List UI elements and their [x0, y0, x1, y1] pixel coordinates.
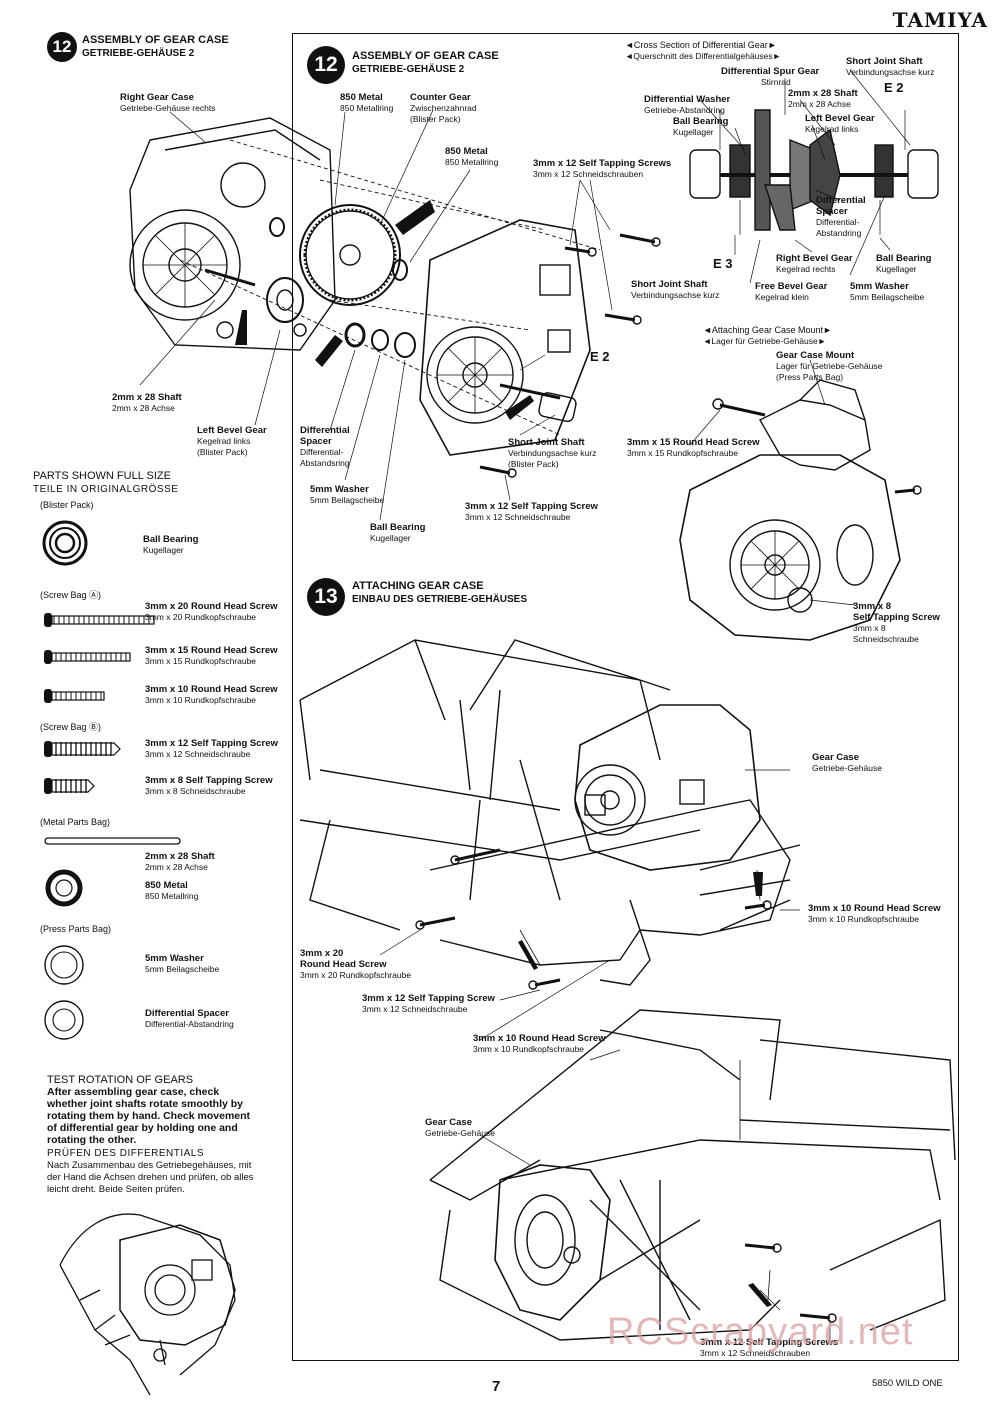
- brand-logo: TAMIYA: [892, 8, 988, 32]
- test-rotation-note: TEST ROTATION OF GEARS After assembling …: [47, 1074, 257, 1196]
- screw-15-round-head: [44, 650, 131, 664]
- cross-section-title: ◄Cross Section of Differential Gear►◄Que…: [625, 40, 782, 61]
- step-12-13-frame: [292, 33, 959, 1361]
- ball-bearing-full-size: [42, 520, 88, 566]
- test-body-de: Nach Zusammenbau des Getriebegehäuses, m…: [47, 1160, 254, 1195]
- step-12-title-en: ASSEMBLY OF GEAR CASE: [82, 34, 229, 46]
- step-13-title: ATTACHING GEAR CASE EINBAU DES GETRIEBE-…: [352, 580, 527, 606]
- test-heading-en: TEST ROTATION OF GEARS: [47, 1074, 194, 1086]
- bag-screw-b: (Screw Bag Ⓑ): [40, 722, 102, 732]
- diff-spacer-full-size: [44, 1000, 84, 1040]
- step-13-badge: 13: [307, 578, 345, 616]
- label-e2: E 2: [590, 349, 610, 364]
- screw-10-round-head: [44, 689, 105, 703]
- step-13-title-en: ATTACHING GEAR CASE: [352, 580, 484, 592]
- step-12-title-large-en: ASSEMBLY OF GEAR CASE: [352, 50, 499, 62]
- step-12-title: ASSEMBLY OF GEAR CASE GETRIEBE-GEHÄUSE 2: [82, 34, 229, 60]
- step-12-title-large: ASSEMBLY OF GEAR CASE GETRIEBE-GEHÄUSE 2: [352, 50, 499, 76]
- bag-blister-pack: (Blister Pack): [40, 500, 94, 510]
- step-12-badge: 12: [47, 32, 77, 62]
- bag-press-parts: (Press Parts Bag): [40, 924, 112, 934]
- cs-e2: E 2: [884, 80, 904, 95]
- screw-8-self-tapping: [44, 778, 95, 794]
- model-name: 5850 WILD ONE: [872, 1378, 943, 1389]
- screw-20-round-head: [44, 613, 155, 627]
- bag-screw-a: (Screw Bag Ⓐ): [40, 590, 102, 600]
- washer-full-size: [44, 945, 84, 985]
- bag-metal-parts: (Metal Parts Bag): [40, 817, 111, 827]
- watermark: RCScrapyard.net: [607, 1311, 914, 1353]
- shaft-full-size: [44, 837, 181, 845]
- step-12-badge-large: 12: [307, 46, 345, 84]
- cs-e3: E 3: [713, 256, 733, 271]
- mount-title: ◄Attaching Gear Case Mount►◄Lager für Ge…: [703, 325, 832, 346]
- page-number: 7: [492, 1378, 501, 1395]
- step-13-title-de: EINBAU DES GETRIEBE-GEHÄUSES: [352, 594, 528, 605]
- step-12-title-de: GETRIEBE-GEHÄUSE 2: [82, 48, 195, 59]
- metal-850-full-size: [45, 869, 83, 907]
- test-body-en: After assembling gear case, check whethe…: [47, 1086, 251, 1146]
- test-heading-de: PRÜFEN DES DIFFERENTIALS: [47, 1148, 205, 1159]
- step-12-title-large-de: GETRIEBE-GEHÄUSE 2: [352, 64, 465, 75]
- screw-12-self-tapping: [44, 741, 121, 757]
